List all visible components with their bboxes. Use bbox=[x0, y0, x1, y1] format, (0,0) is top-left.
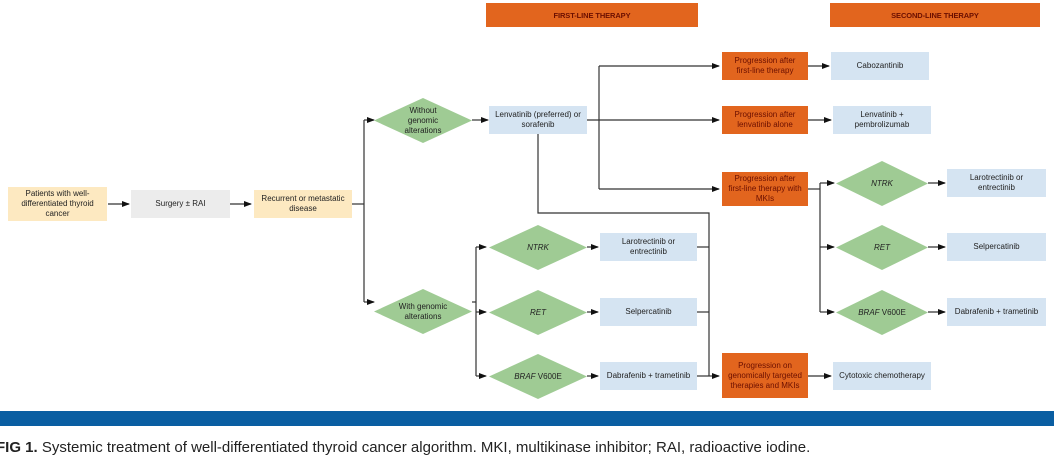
line-lenvatinib-to-targeted bbox=[537, 134, 710, 376]
diamond-shape-icon bbox=[374, 98, 472, 143]
with-genomic-label: With genomic alterations bbox=[398, 301, 448, 321]
cabozantinib-node: Cabozantinib bbox=[831, 52, 929, 80]
selpercatinib-node-second-line: Selpercatinib bbox=[947, 233, 1046, 261]
ntrk-diamond-first-line: NTRK bbox=[489, 225, 587, 270]
progression-targeted-node: Progression on genomically targeted ther… bbox=[722, 353, 808, 398]
ntrk-label: NTRK bbox=[527, 242, 549, 252]
figure-caption: FIG 1. Systemic treatment of well-differ… bbox=[0, 439, 810, 456]
ret-label: RET bbox=[530, 307, 546, 317]
figure-caption-text: Systemic treatment of well-differentiate… bbox=[37, 439, 811, 456]
ntrk-diamond-second-line: NTRK bbox=[836, 161, 928, 206]
dabrafenib-node-second-line: Dabrafenib + trametinib bbox=[947, 298, 1046, 326]
first-line-therapy-header: FIRST-LINE THERAPY bbox=[486, 3, 698, 27]
patients-node: Patients with well-differentiated thyroi… bbox=[8, 187, 107, 221]
diamond-shape-icon bbox=[836, 225, 928, 270]
progression-lenvatinib-node: Progression after lenvatinib alone bbox=[722, 106, 808, 134]
without-genomic-label: Without genomic alterations bbox=[404, 105, 442, 135]
figure-label: FIG 1. bbox=[0, 439, 38, 456]
braf-gene: BRAF bbox=[514, 371, 536, 381]
progression-mki-node: Progression after first-line therapy wit… bbox=[722, 172, 808, 206]
ret-diamond-first-line: RET bbox=[489, 290, 587, 335]
braf-gene: BRAF bbox=[858, 307, 880, 317]
dabrafenib-node-first-line: Dabrafenib + trametinib bbox=[600, 362, 697, 390]
ntrk-label: NTRK bbox=[871, 178, 893, 188]
recurrent-disease-node: Recurrent or metastatic disease bbox=[254, 190, 352, 218]
diamond-shape-icon bbox=[489, 290, 587, 335]
diamond-shape-icon bbox=[836, 161, 928, 206]
braf-variant: V600E bbox=[879, 307, 906, 317]
braf-variant: V600E bbox=[535, 371, 562, 381]
surgery-node: Surgery ± RAI bbox=[131, 190, 230, 218]
braf-diamond-first-line: BRAF V600E bbox=[489, 354, 587, 399]
diamond-shape-icon bbox=[374, 289, 472, 334]
progression-first-line-node: Progression after first-line therapy bbox=[722, 52, 808, 80]
without-genomic-diamond: Without genomic alterations bbox=[374, 98, 472, 143]
diamond-shape-icon bbox=[489, 225, 587, 270]
connector-lines bbox=[108, 63, 946, 379]
figure-divider-bar bbox=[0, 411, 1054, 426]
diamond-shape-icon bbox=[836, 290, 928, 335]
ret-label: RET bbox=[874, 242, 890, 252]
diamond-shape-icon bbox=[489, 354, 587, 399]
with-genomic-diamond: With genomic alterations bbox=[374, 289, 472, 334]
selpercatinib-node-first-line: Selpercatinib bbox=[600, 298, 697, 326]
cytotoxic-chemotherapy-node: Cytotoxic chemotherapy bbox=[833, 362, 931, 390]
larotrectinib-node-first-line: Larotrectinib or entrectinib bbox=[600, 233, 697, 261]
braf-diamond-second-line: BRAF V600E bbox=[836, 290, 928, 335]
second-line-therapy-header: SECOND-LINE THERAPY bbox=[830, 3, 1040, 27]
larotrectinib-node-second-line: Larotrectinib or entrectinib bbox=[947, 169, 1046, 197]
lenvatinib-pembrolizumab-node: Lenvatinib + pembrolizumab bbox=[833, 106, 931, 134]
treatment-algorithm-diagram: FIRST-LINE THERAPY SECOND-LINE THERAPY P… bbox=[8, 3, 1046, 399]
braf-label: BRAF V600E bbox=[858, 308, 906, 318]
ret-diamond-second-line: RET bbox=[836, 225, 928, 270]
braf-label: BRAF V600E bbox=[514, 372, 562, 382]
lenvatinib-sorafenib-node: Lenvatinib (preferred) or sorafenib bbox=[489, 106, 587, 134]
